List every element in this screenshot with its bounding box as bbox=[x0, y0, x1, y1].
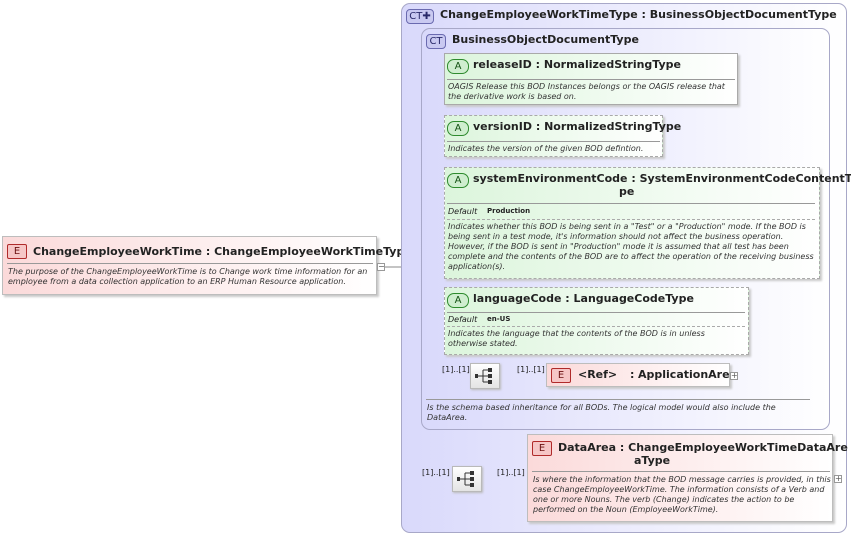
inner-type-description: Is the schema based inheritance for all … bbox=[427, 403, 776, 422]
attribute-badge: A bbox=[447, 59, 469, 74]
attribute-name: languageCode bbox=[473, 292, 562, 305]
element-badge: E bbox=[551, 368, 571, 383]
element-cardinality: [1]..[1] bbox=[517, 365, 545, 374]
ref-type: ApplicationArea bbox=[638, 368, 737, 381]
data-area-name: DataArea bbox=[558, 441, 617, 454]
sequence-compositor[interactable] bbox=[470, 363, 500, 389]
attribute-name: releaseID bbox=[473, 58, 532, 71]
attribute-description: Indicates whether this BOD is being sent… bbox=[448, 222, 814, 271]
attribute-type: NormalizedStringType bbox=[543, 58, 682, 71]
root-element-type: ChangeEmployeeWorkTimeType bbox=[214, 245, 412, 258]
attribute-description: OAGIS Release this BOD Instances belongs… bbox=[448, 82, 725, 101]
ref-label: <Ref> bbox=[578, 368, 618, 381]
sequence-icon bbox=[457, 471, 474, 487]
root-element-box[interactable]: E ChangeEmployeeWorkTime : ChangeEmploye… bbox=[2, 236, 412, 295]
attribute-description: Indicates the version of the given BOD d… bbox=[448, 144, 644, 153]
attribute-type: NormalizedStringType bbox=[544, 120, 682, 133]
default-label: Default bbox=[448, 315, 478, 324]
data-area-type-continued: aType bbox=[634, 454, 671, 467]
default-value: Production bbox=[487, 207, 531, 215]
attribute-versionid[interactable]: A versionID : NormalizedStringType Indic… bbox=[444, 115, 681, 157]
attribute-name: versionID bbox=[473, 120, 532, 133]
default-value: en-US bbox=[487, 315, 511, 323]
default-label: Default bbox=[448, 207, 478, 216]
root-element-title: ChangeEmployeeWorkTime : ChangeEmployeeW… bbox=[33, 245, 412, 258]
inner-type-title: BusinessObjectDocumentType bbox=[452, 33, 639, 46]
sequence-cardinality: [1]..[1] bbox=[422, 468, 450, 477]
sequence-compositor[interactable] bbox=[452, 466, 482, 492]
outer-type-name: ChangeEmployeeWorkTimeType bbox=[440, 8, 638, 21]
type-separator: : bbox=[205, 245, 211, 258]
root-element-name: ChangeEmployeeWorkTime bbox=[33, 245, 202, 258]
complex-type-extension-badge: CT✚ bbox=[406, 9, 434, 24]
attribute-badge: A bbox=[447, 173, 469, 188]
element-cardinality: [1]..[1] bbox=[497, 468, 525, 477]
element-badge: E bbox=[532, 441, 552, 456]
plus-icon: ✚ bbox=[422, 11, 431, 22]
outer-type-base: BusinessObjectDocumentType bbox=[649, 8, 837, 21]
ref-separator: : bbox=[630, 368, 635, 381]
attribute-badge: A bbox=[447, 121, 469, 136]
sequence-icon bbox=[475, 368, 492, 384]
outer-type-title: ChangeEmployeeWorkTimeType : BusinessObj… bbox=[440, 8, 837, 21]
attribute-type: SystemEnvironmentCodeContentTy bbox=[639, 172, 851, 185]
expand-toggle[interactable]: + bbox=[730, 371, 738, 380]
root-element-description: The purpose of the ChangeEmployeeWorkTim… bbox=[8, 267, 368, 286]
attribute-releaseid[interactable]: A releaseID : NormalizedStringType OAGIS… bbox=[444, 53, 738, 105]
expand-toggle[interactable]: + bbox=[834, 474, 842, 483]
attribute-languagecode[interactable]: A languageCode : LanguageCodeType Defaul… bbox=[444, 287, 749, 355]
element-application-area[interactable]: E <Ref> : ApplicationArea bbox=[546, 363, 737, 387]
attribute-name: systemEnvironmentCode bbox=[473, 172, 628, 185]
attribute-type-continued: pe bbox=[619, 185, 635, 198]
sequence-cardinality: [1]..[1] bbox=[442, 365, 470, 374]
attribute-description: Indicates the language that the contents… bbox=[448, 329, 705, 348]
attribute-systemenvironmentcode[interactable]: A systemEnvironmentCode : SystemEnvironm… bbox=[444, 167, 851, 279]
attribute-badge: A bbox=[447, 293, 469, 308]
collapse-toggle[interactable]: − bbox=[377, 262, 385, 271]
data-area-description: Is where the information that the BOD me… bbox=[533, 475, 831, 514]
attribute-type: LanguageCodeType bbox=[573, 292, 694, 305]
complex-type-badge: CT bbox=[426, 34, 446, 49]
data-area-type: ChangeEmployeeWorkTimeDataAre bbox=[628, 441, 848, 454]
element-data-area[interactable]: E DataArea : ChangeEmployeeWorkTimeDataA… bbox=[527, 434, 848, 522]
element-badge: E bbox=[7, 244, 27, 259]
